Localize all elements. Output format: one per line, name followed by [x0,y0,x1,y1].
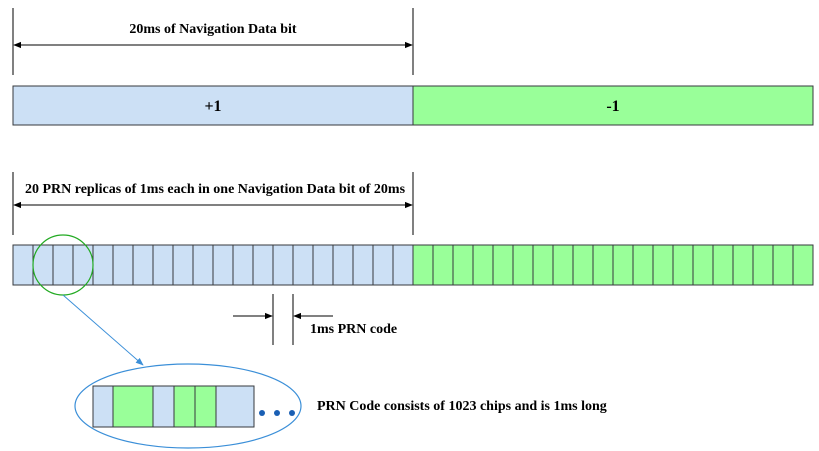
prn-replica-cell [312,244,334,286]
prn-replica-cell [752,244,774,286]
prn-replica-cell [632,244,654,286]
zoom-connector-arrow [62,294,144,366]
bit-plus-label: +1 [204,98,221,115]
prn-replica-cell [772,244,794,286]
top-span-dimension: 20ms of Navigation Data bit [12,8,414,75]
prn-chip-strip [92,385,255,428]
prn-chip-cell [194,385,217,428]
prn-replica-cell [612,244,634,286]
prn-replica-cell [132,244,154,286]
bit-minus-label: -1 [606,98,619,115]
prn-replica-cell [492,244,514,286]
prn-replica-cell [252,244,274,286]
prn-chip-cell [152,385,175,428]
ellipsis-dots [259,410,295,416]
prn-replica-cell [212,244,234,286]
ellipsis-dot [259,410,265,416]
prn-replica-cell [672,244,694,286]
prn-replica-cell [732,244,754,286]
prn-chip-cell [215,385,255,428]
prn-replica-cell [352,244,374,286]
prn-replica-cell [792,244,814,286]
replica-span-label: 20 PRN replicas of 1ms each in one Navig… [25,182,406,197]
chips-label: PRN Code consists of 1023 chips and is 1… [317,399,607,414]
prn-replica-strip [12,244,814,286]
bit-plus-box [12,85,414,126]
prn-replica-cell [412,244,434,286]
prn-replica-cell [392,244,414,286]
prn-replica-cell [512,244,534,286]
top-span-label: 20ms of Navigation Data bit [129,22,297,37]
prn-replica-cell [452,244,474,286]
prn-replica-cell [552,244,574,286]
prn-replica-cell [532,244,554,286]
prn-replica-cell [272,244,294,286]
prn-replica-cell [472,244,494,286]
prn-replica-cell [172,244,194,286]
prn-chip-cell [92,385,114,428]
prn-chip-cell [173,385,196,428]
prn-replica-cell [192,244,214,286]
chips-ellipse [74,363,302,449]
ellipsis-dot [274,410,280,416]
prn-replica-cell [432,244,454,286]
prn-replica-cell [152,244,174,286]
prn-replica-cell [112,244,134,286]
prn-period-dimension: 1ms PRN code [233,294,397,345]
bit-minus-box [412,85,814,126]
replica-span-dimension: 20 PRN replicas of 1ms each in one Navig… [12,172,414,235]
prn-period-label: 1ms PRN code [310,322,397,337]
prn-replica-cell [652,244,674,286]
prn-replica-cell [372,244,394,286]
prn-replica-cell [292,244,314,286]
navigation-data-bits: +1 -1 [12,85,814,126]
prn-replica-cell [572,244,594,286]
prn-replica-cell [12,244,34,286]
prn-replica-cell [712,244,734,286]
prn-replica-cell [692,244,714,286]
prn-replica-cell [232,244,254,286]
prn-chip-cell [112,385,154,428]
prn-replica-cell [52,244,74,286]
ellipsis-dot [289,410,295,416]
prn-replica-cell [592,244,614,286]
prn-replica-cell [332,244,354,286]
prn-replica-cell [92,244,114,286]
